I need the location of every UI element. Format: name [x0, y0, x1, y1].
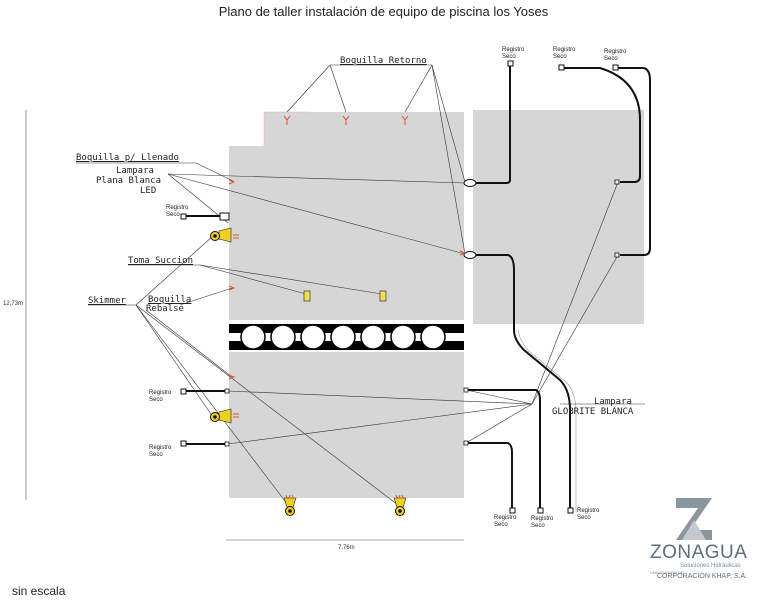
separator-band	[229, 324, 464, 350]
conduits	[186, 64, 651, 512]
pool-spa	[473, 110, 644, 324]
label-lampara-led-3: LED	[140, 186, 157, 196]
skimmer-bottom-left	[283, 497, 297, 516]
suction-drains	[303, 290, 387, 302]
logo-corp-small: UNA DIVISION DE	[650, 570, 684, 575]
label-boquilla-retorno: Boquilla Retorno	[340, 56, 427, 66]
pool-step-outline	[263, 111, 310, 146]
logo-subtitle: Soluciones Hidráulicas	[680, 563, 741, 569]
skimmer-bottom-right	[393, 497, 407, 516]
conduit-double	[517, 329, 577, 512]
zonagua-logo-mark	[676, 498, 712, 540]
leader-lines	[76, 64, 645, 506]
label-lampara-globrite-2: GLOBRITE BLANCA	[552, 407, 634, 417]
scale-note: sin escala	[12, 584, 66, 598]
pool-main	[229, 112, 464, 498]
label-boquilla-rebalse-1: Boquilla	[148, 295, 192, 305]
label-skimmer: Skimmer	[88, 296, 126, 306]
dimension-height: 12,73m	[3, 301, 24, 307]
oval-fittings	[463, 179, 477, 259]
registro-boxes	[180, 60, 619, 514]
lamp-housing-left	[219, 212, 230, 221]
skimmer-left-top	[210, 227, 232, 243]
dimension-width: 7,76m	[338, 545, 355, 551]
plan-title: Plano de taller instalación de equipo de…	[218, 4, 549, 19]
label-lampara-globrite-1: Lampara	[594, 397, 632, 407]
logo-name: ZONAGUA	[650, 542, 748, 563]
skimmer-left-bottom	[210, 408, 232, 424]
label-lampara-led-1: Lampara	[116, 166, 154, 176]
logo-corp: CORPORACIÓN KHAP, S.A.	[657, 573, 748, 580]
lamp-junctions	[224, 179, 620, 447]
label-lampara-led-2: Plana Blanca	[96, 176, 162, 186]
label-toma-succion: Toma Succion	[128, 256, 194, 266]
skimmer-units	[210, 227, 407, 516]
label-boquilla-rebalse-2: Rebalse	[146, 304, 184, 314]
label-boquilla-llenado: Boquilla p/ Llenado	[76, 153, 179, 163]
dimension-lines	[25, 110, 464, 541]
